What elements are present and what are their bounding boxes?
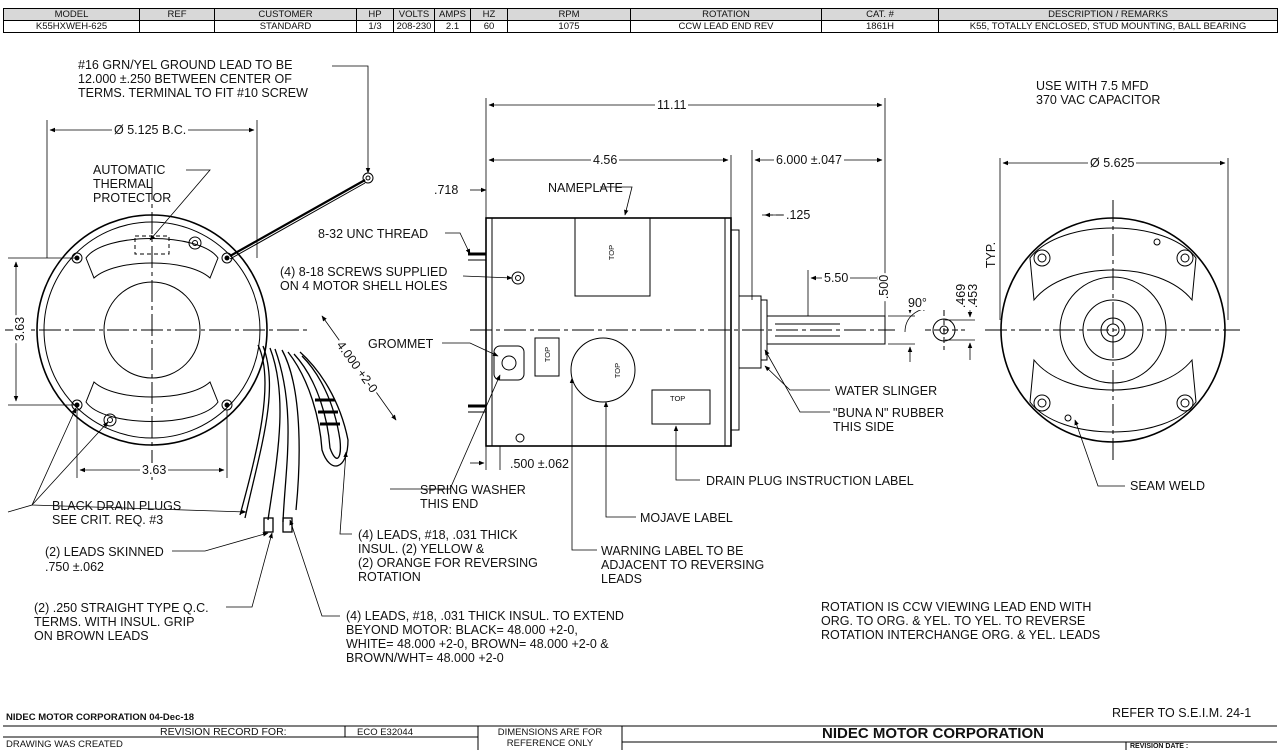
- mojave-label-note: MOJAVE LABEL: [640, 511, 733, 525]
- dim-456: 4.56: [591, 153, 620, 167]
- shaft-section: [904, 300, 975, 360]
- seam-weld-note: SEAM WELD: [1130, 479, 1206, 493]
- val-description: K55, TOTALLY ENCLOSED, STUD MOUNTING, BA…: [938, 20, 1278, 33]
- drawing-created: DRAWING WAS CREATED: [6, 739, 123, 750]
- dim-550: 5.50: [822, 271, 851, 285]
- side-view: [468, 217, 895, 447]
- eco-number: ECO E32044: [357, 727, 413, 738]
- drain-plugs-note: BLACK DRAIN PLUGS SEE CRIT. REQ. #3: [52, 499, 182, 527]
- revision-record: REVISION RECORD FOR:: [160, 726, 287, 738]
- refer-seim: REFER TO S.E.I.M. 24-1: [1112, 706, 1252, 720]
- val-cat: 1861H: [821, 20, 939, 33]
- grommet-note: GROMMET: [368, 337, 434, 351]
- dim-typ: TYP.: [984, 239, 999, 271]
- spec-table: MODEL REF CUSTOMER HP VOLTS AMPS HZ RPM …: [3, 8, 1278, 33]
- dim-shaft-6000: 6.000 ±.047: [774, 153, 844, 167]
- dim-500-062: .500 ±.062: [508, 457, 571, 471]
- dim-90-degrees: 90°: [906, 296, 929, 310]
- val-amps: 2.1: [434, 20, 471, 33]
- col-volts: VOLTS: [393, 8, 435, 21]
- rotation-note: ROTATION IS CCW VIEWING LEAD END WITH OR…: [821, 600, 1101, 642]
- spring-washer-note: SPRING WASHER THIS END: [420, 483, 526, 511]
- dim-500: .500: [877, 272, 892, 302]
- dim-diameter-5625: Ø 5.625: [1088, 156, 1137, 170]
- buna-rubber-note: "BUNA N" RUBBER THIS SIDE: [833, 406, 944, 434]
- col-model: MODEL: [3, 8, 140, 21]
- dim-125: .125: [784, 208, 813, 222]
- qc-terminals-note: (2) .250 STRAIGHT TYPE Q.C. TERMS. WITH …: [34, 601, 209, 643]
- lead-end-dimensions: [8, 120, 397, 478]
- thermal-protector-note: AUTOMATIC THERMAL PROTECTOR: [93, 163, 172, 205]
- reversing-leads-note: (4) LEADS, #18, .031 THICK INSUL. (2) YE…: [358, 528, 538, 584]
- dim-718: .718: [432, 183, 461, 197]
- col-rpm: RPM: [507, 8, 631, 21]
- dim-469-453: .469 .453: [954, 281, 981, 311]
- leads-skinned-dim: .750 ±.062: [45, 560, 104, 574]
- nameplate-note: NAMEPLATE: [548, 181, 623, 195]
- warning-label-note: WARNING LABEL TO BE ADJACENT TO REVERSIN…: [601, 544, 765, 586]
- spec-value-row: K55HXWEH-625 STANDARD 1/3 208-230 2.1 60…: [3, 20, 1278, 33]
- col-description: DESCRIPTION / REMARKS: [938, 8, 1278, 21]
- company-name: NIDEC MOTOR CORPORATION: [822, 725, 1044, 742]
- title-block-lines: [3, 725, 1277, 750]
- dimensions-reference: DIMENSIONS ARE FOR REFERENCE ONLY: [497, 727, 603, 749]
- thread-note: 8-32 UNC THREAD: [318, 227, 429, 241]
- shaft-end-view: [985, 158, 1240, 460]
- company-date: NIDEC MOTOR CORPORATION 04-Dec-18: [6, 712, 195, 723]
- dim-overall-length: 11.11: [655, 98, 689, 112]
- dim-363-horizontal: 3.63: [140, 463, 169, 477]
- col-ref: REF: [139, 8, 215, 21]
- leads-extend-note: (4) LEADS, #18, .031 THICK INSUL. TO EXT…: [346, 609, 624, 665]
- dim-bolt-circle: Ø 5.125 B.C.: [112, 123, 189, 137]
- col-rotation: ROTATION: [630, 8, 822, 21]
- top-label-warning: TOP: [543, 346, 553, 363]
- col-amps: AMPS: [434, 8, 471, 21]
- dim-363-vertical: 3.63: [13, 314, 28, 344]
- val-rpm: 1075: [507, 20, 631, 33]
- val-volts: 208-230: [393, 20, 435, 33]
- leads-skinned-note: (2) LEADS SKINNED: [45, 545, 164, 559]
- top-label-nameplate: TOP: [607, 244, 617, 261]
- ground-lead-note: #16 GRN/YEL GROUND LEAD TO BE 12.000 ±.2…: [78, 58, 308, 100]
- top-label-drain: TOP: [670, 394, 686, 403]
- leader-lines: [7, 65, 1125, 617]
- top-label-mojave: TOP: [613, 362, 623, 379]
- water-slinger-note: WATER SLINGER: [835, 384, 938, 398]
- drain-label-note: DRAIN PLUG INSTRUCTION LABEL: [706, 474, 914, 488]
- capacitor-note: USE WITH 7.5 MFD 370 VAC CAPACITOR: [1036, 79, 1161, 107]
- revision-date: REVISION DATE :: [1130, 743, 1189, 750]
- screws-note: (4) 8-18 SCREWS SUPPLIED ON 4 MOTOR SHEL…: [280, 265, 448, 293]
